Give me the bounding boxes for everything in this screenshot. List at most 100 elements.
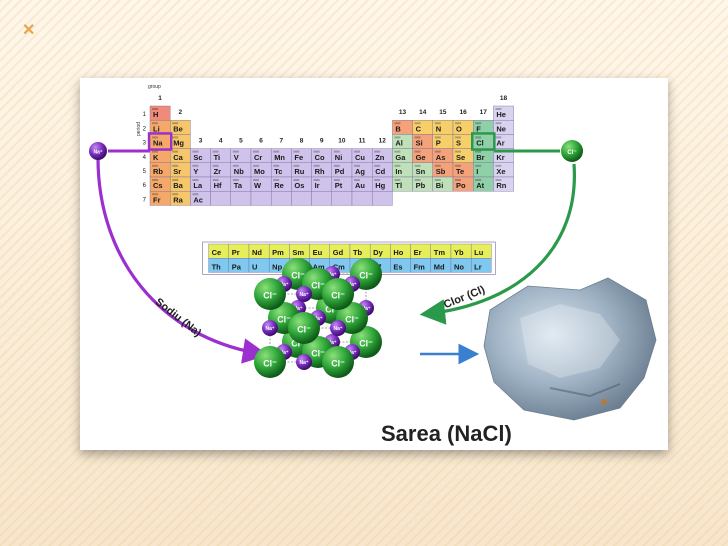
svg-text:Na⁺: Na⁺	[93, 150, 102, 156]
element-symbol: Si	[416, 139, 423, 148]
element-cell-period7	[270, 190, 292, 206]
element-number-mark	[414, 122, 421, 125]
element-number-mark	[152, 179, 158, 181]
element-number-mark	[394, 179, 401, 181]
element-symbol: Cs	[153, 181, 163, 190]
element-symbol: Ru	[294, 167, 304, 176]
element-number-mark	[152, 122, 158, 125]
group-header: group	[148, 84, 161, 90]
element-symbol: Pa	[232, 262, 242, 271]
element-symbol: Pm	[272, 248, 284, 257]
element-cell-period7	[250, 190, 272, 206]
element-symbol: Li	[153, 124, 160, 133]
element-number-mark	[273, 179, 280, 181]
element-number-mark	[253, 164, 259, 167]
svg-text:Cl⁻: Cl⁻	[263, 358, 277, 368]
element-number-mark	[232, 150, 239, 153]
element-symbol: C	[416, 124, 422, 133]
element-symbol: Sc	[193, 153, 202, 162]
group-number: 11	[359, 138, 366, 145]
cl-ion: Cl⁻	[288, 312, 320, 344]
period-number: 4	[143, 155, 147, 161]
element-number-mark	[172, 193, 179, 196]
svg-text:Cl⁻: Cl⁻	[291, 338, 305, 348]
element-symbol: Pd	[335, 167, 345, 176]
svg-text:Cl⁻: Cl⁻	[331, 290, 345, 300]
svg-text:Cl⁻: Cl⁻	[359, 338, 373, 348]
svg-text:Na⁺: Na⁺	[347, 282, 356, 288]
element-symbol: Tc	[274, 167, 282, 176]
svg-text:Na⁺: Na⁺	[299, 292, 308, 298]
element-number-mark	[192, 179, 199, 181]
element-number-mark	[152, 150, 158, 153]
element-number-mark	[414, 150, 421, 153]
element-number-mark	[434, 164, 441, 167]
element-symbol: P	[436, 139, 441, 148]
element-number-mark	[374, 150, 381, 153]
element-number-mark	[414, 136, 421, 139]
element-symbol: Na	[153, 139, 163, 148]
element-number-mark	[434, 122, 441, 125]
svg-text:Cl⁻: Cl⁻	[359, 270, 373, 280]
na-ion: Na⁺	[296, 286, 312, 302]
element-number-mark	[414, 164, 421, 167]
element-symbol: Fe	[294, 153, 303, 162]
group-number: 14	[419, 109, 427, 116]
element-number-mark	[192, 164, 199, 167]
element-symbol: Ar	[496, 139, 504, 148]
element-symbol: Pt	[335, 181, 343, 190]
element-number-mark	[273, 150, 280, 153]
element-number-mark	[495, 108, 502, 110]
element-number-mark	[212, 150, 219, 153]
element-number-mark	[354, 179, 360, 181]
group-number: 15	[439, 109, 447, 116]
element-number-mark	[495, 164, 502, 167]
element-symbol: No	[454, 262, 464, 271]
element-symbol: Ne	[496, 124, 506, 133]
element-symbol: Ce	[212, 248, 222, 257]
figure-title: Sarea (NaCl)	[381, 421, 512, 446]
element-symbol: Zn	[375, 153, 385, 162]
element-symbol: Eu	[313, 248, 323, 257]
element-number-mark	[232, 179, 239, 181]
element-symbol: In	[395, 167, 402, 176]
chlorine-arrow	[419, 163, 576, 325]
element-symbol: Nd	[252, 248, 262, 257]
element-symbol: Rn	[496, 181, 506, 190]
element-symbol: Th	[212, 262, 222, 271]
element-symbol: H	[153, 110, 158, 119]
element-symbol: Ho	[393, 248, 403, 257]
na-ion: Na⁺	[330, 320, 346, 336]
element-symbol: Dy	[373, 248, 383, 257]
period-number: 7	[143, 197, 147, 203]
element-symbol: Ga	[395, 153, 406, 162]
element-symbol: Ge	[416, 153, 426, 162]
element-symbol: Hg	[375, 181, 385, 190]
svg-text:Cl⁻: Cl⁻	[291, 270, 305, 280]
svg-text:Na⁺: Na⁺	[347, 350, 356, 356]
group-number: 8	[300, 138, 304, 145]
element-symbol: Te	[456, 167, 464, 176]
element-symbol: Zr	[214, 167, 222, 176]
element-number-mark	[455, 136, 461, 139]
element-number-mark	[455, 150, 461, 153]
group-number: 1	[158, 95, 162, 102]
rock-highlight	[520, 304, 620, 378]
svg-text:Na⁺: Na⁺	[327, 272, 336, 278]
cl-ion: Cl⁻	[254, 346, 286, 378]
element-symbol: Fm	[414, 262, 426, 271]
period-number: 2	[143, 126, 147, 132]
element-number-mark	[253, 150, 259, 153]
group-number: 4	[219, 138, 223, 145]
element-symbol: Lr	[474, 262, 482, 271]
element-number-mark	[434, 136, 441, 139]
group-number: 16	[459, 109, 467, 116]
element-symbol: Se	[456, 153, 465, 162]
element-number-mark	[475, 150, 482, 153]
cl-ion: Cl⁻	[254, 278, 286, 310]
element-cell-period7	[210, 190, 232, 206]
element-symbol: Sm	[292, 248, 304, 257]
svg-text:Na⁺: Na⁺	[313, 316, 322, 322]
